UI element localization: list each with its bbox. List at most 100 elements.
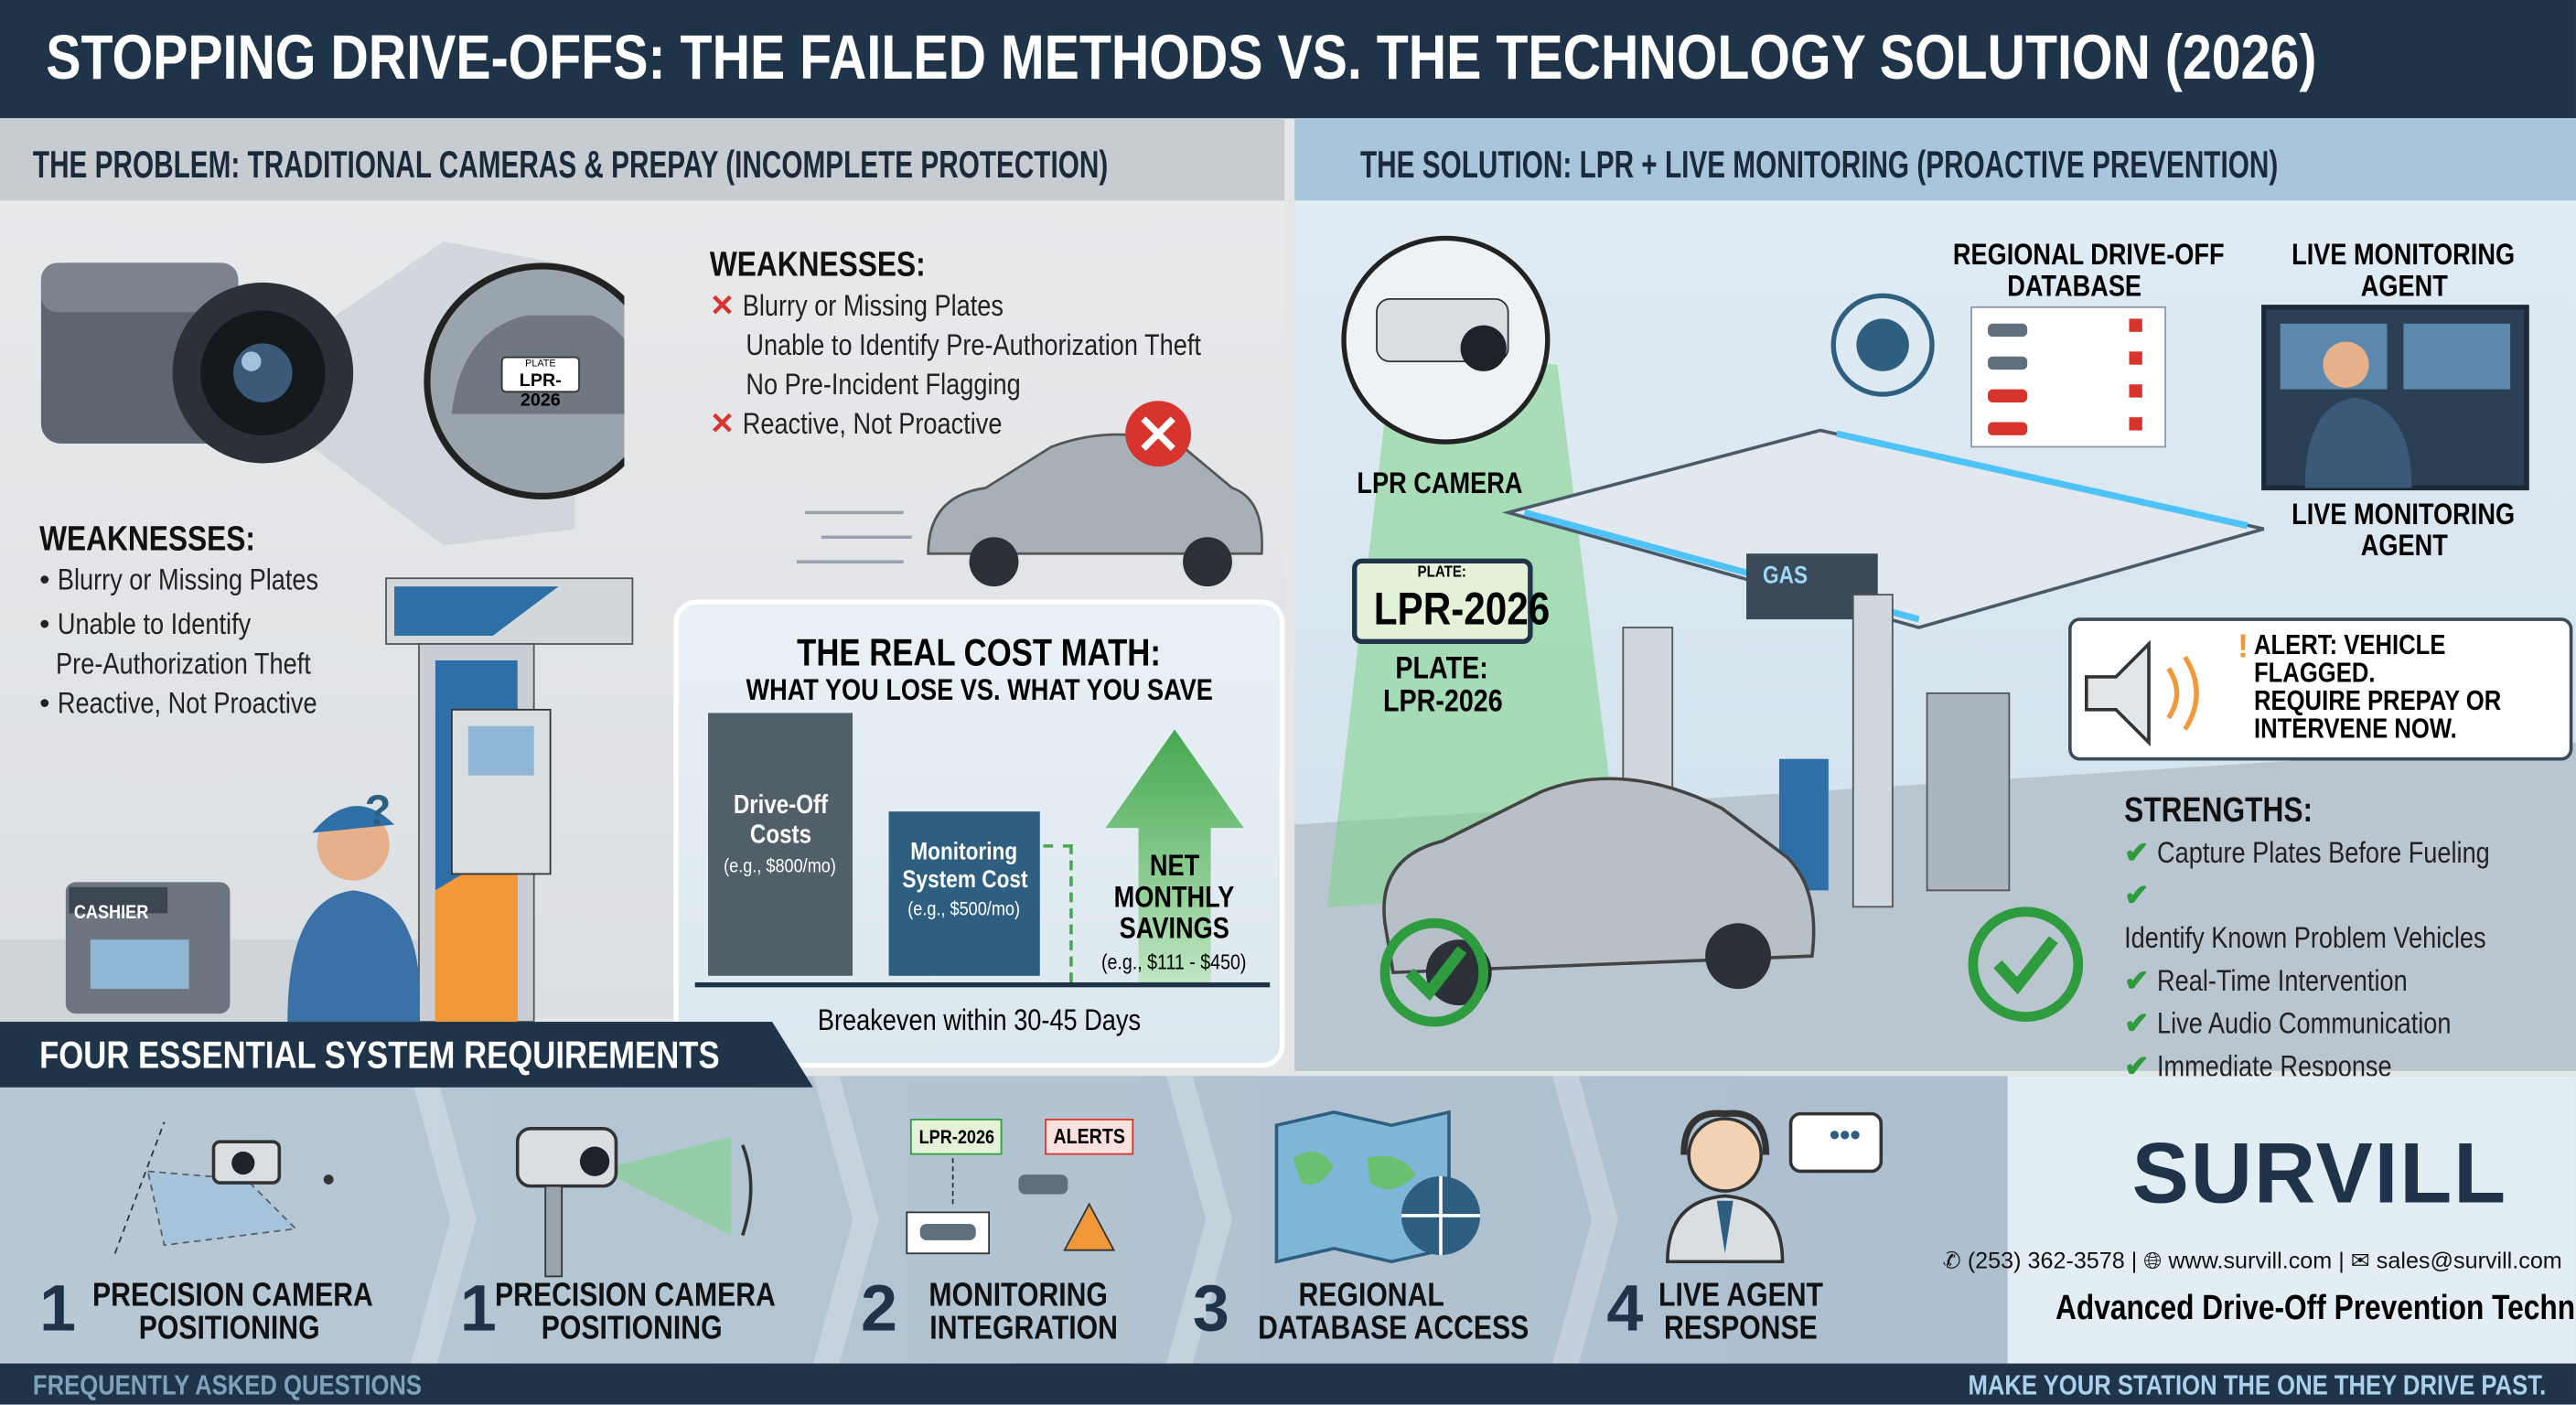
check-icon: ✔ — [2124, 836, 2150, 870]
x-icon: ✕ — [709, 407, 735, 441]
step-number: 1 — [459, 1272, 497, 1346]
savings-label: SAVINGS — [1119, 911, 1230, 945]
agent-label-text: AGENT — [2359, 269, 2447, 303]
cost-subtitle-text: WHAT YOU LOSE VS. WHAT YOU SAVE — [746, 673, 1213, 707]
camera-view-icon — [515, 1126, 753, 1278]
step-label-text: RESPONSE — [1664, 1311, 1819, 1347]
savings-example: (e.g., $111 - $450) — [1101, 949, 1248, 974]
plate-caption: PLATE:LPR-2026 — [1344, 651, 1541, 720]
lpr-tag: LPR-2026 — [909, 1119, 1003, 1155]
page-title: STOPPING DRIVE-OFFS: THE FAILED METHODS … — [0, 0, 2576, 119]
gas-station-scene: ! — [1294, 235, 2576, 1071]
website-link[interactable]: www.survill.com — [2168, 1247, 2333, 1273]
step-label-text: LIVE AGENT — [1658, 1278, 1824, 1314]
survill-logo: SURVILL — [2131, 1126, 2507, 1223]
savings-gap-marker — [1043, 844, 1073, 982]
globe-icon: 🌐︎ — [2143, 1247, 2163, 1273]
step-label-text: MONITORING — [928, 1278, 1109, 1314]
problem-header: THE PROBLEM: TRADITIONAL CAMERAS & PREPA… — [0, 118, 1285, 201]
step-label-text: REGIONAL — [1298, 1278, 1445, 1314]
database-label-text: DATABASE — [2007, 269, 2142, 303]
separator: | — [2131, 1247, 2138, 1273]
weaknesses-left: WEAKNESSES: • Blurry or Missing Plates •… — [39, 520, 369, 723]
weakness-item: Reactive, Not Proactive — [58, 686, 318, 720]
question-mark: ? — [365, 787, 392, 834]
requirements-title: FOUR ESSENTIAL SYSTEM REQUIREMENTS — [0, 1022, 813, 1088]
integration-icon — [906, 1158, 1116, 1255]
weaknesses-title: WEAKNESSES: — [709, 246, 926, 284]
bar-example: (e.g., $800/mo) — [724, 853, 837, 878]
plate-caption-text: LPR-2026 — [1382, 684, 1503, 720]
step-label-text: PRECISION CAMERA — [495, 1278, 776, 1314]
contact-line: ✆ (253) 362-3578 | 🌐︎ www.survill.com | … — [1942, 1247, 2562, 1275]
plate-caption-text: PLATE: — [1396, 651, 1489, 687]
solution-panel: THE SOLUTION: LPR + LIVE MONITORING (PRO… — [1294, 118, 2576, 1082]
alerts-tag: ALERTS — [1045, 1119, 1134, 1155]
bar-label: Costs — [749, 820, 811, 850]
weakness-item: Unable to Identify Pre-Authorization The… — [746, 328, 1201, 362]
lpr-tag-text: LPR-2026 — [918, 1125, 995, 1149]
email-link[interactable]: sales@survill.com — [2376, 1247, 2562, 1273]
separator: | — [2338, 1247, 2345, 1273]
cost-title-text: THE REAL COST MATH: — [797, 630, 1162, 674]
database-label-text: REGIONAL DRIVE-OFF — [1952, 238, 2225, 272]
cost-subtitle: WHAT YOU LOSE VS. WHAT YOU SAVE — [679, 673, 1280, 708]
title-text: STOPPING DRIVE-OFFS: THE FAILED METHODS … — [46, 24, 2317, 94]
plate-small-label: PLATE: — [1418, 563, 1467, 582]
step-number: 4 — [1606, 1272, 1644, 1346]
svg-text:!: ! — [2238, 627, 2249, 664]
phone-number[interactable]: (253) 362-3578 — [1967, 1247, 2125, 1273]
weakness-item: Unable to Identify — [58, 607, 252, 641]
pump-cashier-scene: ? — [0, 577, 634, 1023]
check-icon: ✔ — [2124, 1006, 2150, 1040]
footer-slogan: MAKE YOUR STATION THE ONE THEY DRIVE PAS… — [1859, 1364, 2547, 1405]
plate-text: LPR-2026 — [519, 370, 562, 411]
step-label-text: POSITIONING — [542, 1311, 724, 1347]
check-icon: ✔ — [2124, 878, 2150, 912]
step-label-text: POSITIONING — [139, 1311, 321, 1347]
bar-label: Monitoring — [910, 837, 1018, 866]
step-number: 1 — [39, 1272, 77, 1346]
x-icon: ✕ — [709, 289, 735, 322]
camera-angle-icon — [113, 1121, 334, 1254]
bar-label: Drive-Off — [733, 791, 828, 820]
gas-sign: GAS — [1763, 562, 1816, 590]
chat-bubble-icon: ••• — [1829, 1119, 1861, 1152]
weakness-item: No Pre-Incident Flagging — [746, 368, 1021, 402]
breakeven-note: Breakeven within 30-45 Days — [679, 1003, 1280, 1038]
strengths-list: STRENGTHS: ✔ Capture Plates Before Fueli… — [2124, 792, 2576, 1088]
alert-text: REQUIRE PREPAY OR — [2253, 684, 2502, 717]
step-number: 2 — [861, 1272, 898, 1346]
savings-label: NET — [1149, 849, 1200, 883]
savings-label: MONTHLY — [1114, 880, 1235, 914]
cashier-text: CASHIER — [73, 900, 149, 924]
agent-label-text: LIVE MONITORING — [2292, 238, 2516, 272]
problem-panel: THE PROBLEM: TRADITIONAL CAMERAS & PREPA… — [0, 118, 1285, 1023]
traditional-camera-icon — [40, 241, 625, 546]
strength-item: Live Audio Communication — [2157, 1006, 2452, 1040]
breakeven-text: Breakeven within 30-45 Days — [817, 1003, 1141, 1037]
step-number: 3 — [1192, 1272, 1229, 1346]
plate-small-label: PLATE — [525, 359, 556, 370]
chart-baseline — [694, 981, 1271, 988]
weaknesses-title: WEAKNESSES: — [39, 520, 255, 559]
weakness-item: Blurry or Missing Plates — [742, 289, 1004, 322]
check-icon: ✔ — [2124, 964, 2150, 998]
faq-link[interactable]: FREQUENTLY ASKED QUESTIONS — [33, 1364, 496, 1405]
bar-example: (e.g., $500/mo) — [907, 896, 1021, 920]
cashier-label: CASHIER — [74, 900, 173, 923]
